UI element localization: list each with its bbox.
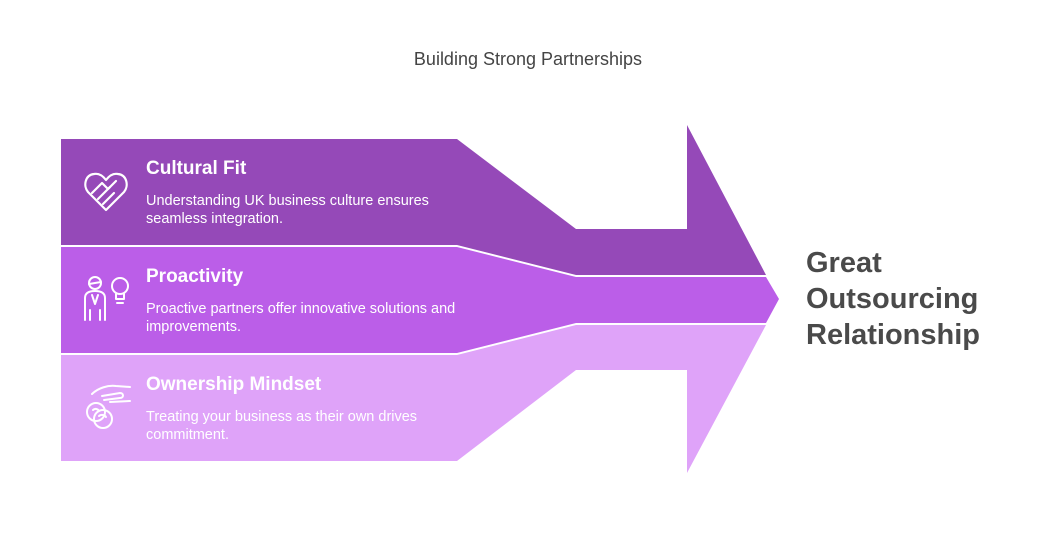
outcome-label: Great Outsourcing Relationship xyxy=(806,247,981,351)
stage-description-ownership-mindset: Treating your business as their own driv… xyxy=(146,409,418,443)
stage-band-proactivity xyxy=(61,247,779,353)
stage-band-ownership-mindset xyxy=(61,325,766,473)
handshake-heart-icon xyxy=(84,172,128,212)
stage-heading-proactivity: Proactivity xyxy=(146,266,244,287)
stage-heading-ownership-mindset: Ownership Mindset xyxy=(146,374,322,395)
stage-band-cultural-fit xyxy=(61,125,766,275)
hand-coins-icon xyxy=(86,384,131,429)
diagram-title: Building Strong Partnerships xyxy=(413,49,643,69)
person-lightbulb-icon xyxy=(84,276,129,321)
stage-description-proactivity: Proactive partners offer innovative solu… xyxy=(146,301,456,335)
stage-description-cultural-fit: Understanding UK business culture ensure… xyxy=(146,193,429,227)
stage-heading-cultural-fit: Cultural Fit xyxy=(146,158,247,179)
